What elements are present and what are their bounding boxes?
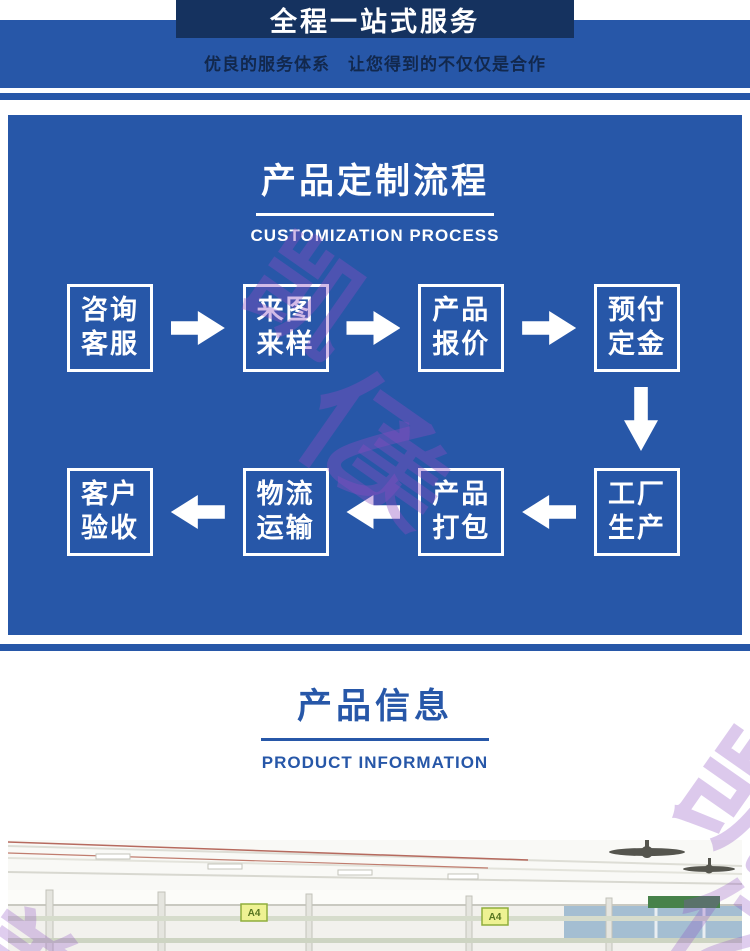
step-label: 来图 (256, 295, 315, 326)
title-underline (256, 213, 494, 216)
arrow-left-icon (170, 495, 225, 529)
step-label: 产品 (432, 295, 491, 326)
step-label: 打包 (432, 513, 491, 543)
step-label: 咨询 (81, 295, 139, 326)
step-label: 客户 (81, 479, 139, 510)
step-deposit: 预付 定金 (593, 284, 680, 372)
a4-sign-label: A4 (248, 908, 261, 919)
step-label: 产品 (432, 479, 491, 510)
step-logistics: 物流 运输 (242, 468, 329, 556)
step-label: 定金 (607, 329, 666, 359)
step-label: 客服 (81, 329, 139, 359)
process-row-1: 咨询 客服 来图 来样 产品 报价 预付 定金 (8, 284, 742, 372)
a4-sign-label: A4 (489, 912, 502, 923)
factory-photo-illustration: A4 A4 (8, 840, 742, 951)
factory-photo: A4 A4 (8, 840, 742, 951)
product-info-section: 产品信息 PRODUCT INFORMATION (0, 678, 750, 773)
process-subtitle: CUSTOMIZATION PROCESS (250, 226, 500, 245)
divider-strip (0, 644, 750, 651)
step-label: 运输 (256, 513, 315, 543)
service-banner: 全程一站式服务 优良的服务体系 让您得到的不仅仅是合作 (0, 0, 750, 100)
step-label: 生产 (607, 513, 666, 543)
title-underline (261, 738, 489, 741)
step-production: 工厂 生产 (593, 468, 680, 556)
divider-strip (0, 93, 750, 100)
arrow-right-icon (170, 311, 225, 345)
arrow-right-icon (346, 311, 401, 345)
step-label: 验收 (81, 513, 139, 543)
arrow-left-icon (522, 495, 577, 529)
arrow-right-icon (522, 311, 577, 345)
customization-process-panel: 产品定制流程 CUSTOMIZATION PROCESS 咨询 客服 来图 来样… (8, 115, 742, 635)
step-quote: 产品 报价 (418, 284, 505, 372)
step-label: 物流 (256, 479, 315, 510)
step-packing: 产品 打包 (418, 468, 505, 556)
step-label: 来样 (256, 329, 315, 359)
banner-title: 全程一站式服务 (270, 6, 480, 37)
banner-subtitle: 优良的服务体系 让您得到的不仅仅是合作 (204, 55, 546, 74)
arrow-left-icon (346, 495, 401, 529)
step-acceptance: 客户 验收 (67, 468, 153, 556)
arrow-down-icon (624, 387, 658, 451)
product-info-subtitle: PRODUCT INFORMATION (261, 753, 489, 772)
step-label: 工厂 (607, 479, 666, 510)
step-consult: 咨询 客服 (67, 284, 153, 372)
process-title: 产品定制流程 (260, 162, 489, 201)
process-connector-row (8, 372, 742, 468)
process-row-2: 客户 验收 物流 运输 产品 打包 工厂 生产 (8, 468, 742, 556)
product-info-title: 产品信息 (296, 687, 453, 726)
step-label: 预付 (607, 295, 666, 326)
banner-title-tab: 全程一站式服务 (176, 0, 574, 38)
step-sample: 来图 来样 (242, 284, 329, 372)
step-label: 报价 (432, 329, 491, 359)
